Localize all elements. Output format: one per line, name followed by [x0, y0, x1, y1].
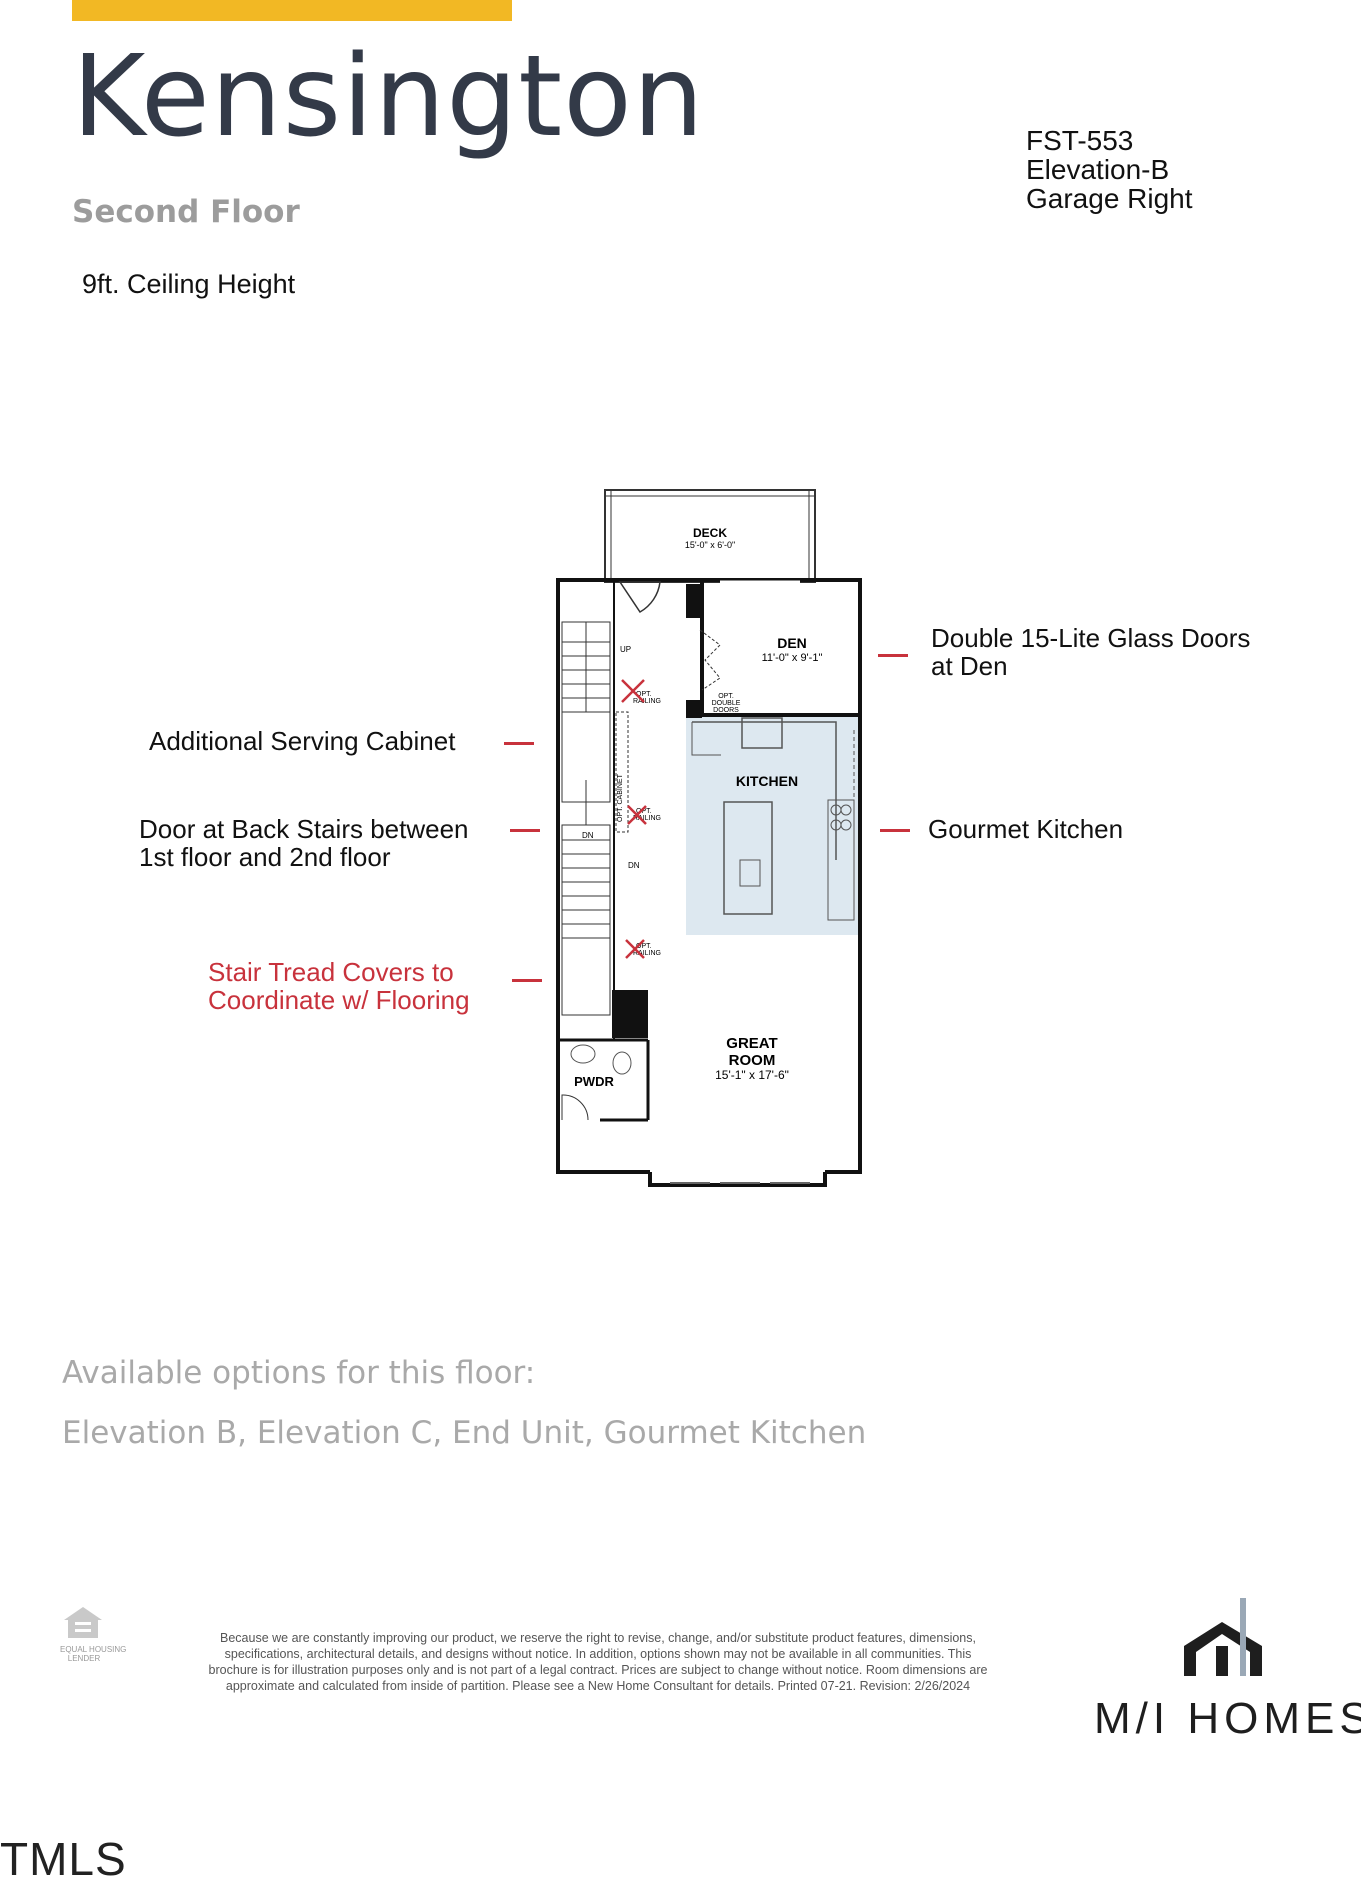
floor-plan-diagram: DECK 15'-0" x 6'-0" DEN 11'-0" x 9'-1" O… — [556, 489, 862, 1187]
plan-elevation: Elevation-B — [1026, 154, 1170, 185]
callout-serving-cabinet: Additional Serving Cabinet — [149, 726, 456, 756]
equal-housing-text: EQUAL HOUSING LENDER — [60, 1645, 127, 1663]
kitchen-label: KITCHEN — [736, 773, 798, 789]
svg-text:OPT.: OPT. — [636, 808, 652, 815]
plan-garage: Garage Right — [1026, 183, 1193, 214]
stair-landing-wall — [612, 990, 648, 1038]
great-room-label-line1: GREAT — [726, 1035, 777, 1052]
stair-dn-label: DN — [628, 861, 640, 870]
callout-marker — [880, 829, 910, 832]
callout-gourmet-kitchen: Gourmet Kitchen — [928, 814, 1124, 844]
ceiling-height-note: 9ft. Ceiling Height — [82, 269, 296, 299]
svg-text:OPT.: OPT. — [718, 693, 734, 700]
floor-subtitle: Second Floor — [72, 194, 300, 230]
callout-back-stairs-door-line2: 1st floor and 2nd floor — [139, 842, 391, 872]
callout-back-stairs-door-line1: Door at Back Stairs between — [139, 814, 469, 844]
options-list: Elevation B, Elevation C, End Unit, Gour… — [62, 1415, 867, 1451]
svg-text:DOORS: DOORS — [713, 707, 739, 714]
exterior-wall — [556, 578, 862, 1174]
callout-marker — [504, 742, 534, 745]
kitchen-island — [723, 801, 773, 915]
callout-marker — [510, 829, 540, 832]
callout-marker — [878, 654, 908, 657]
deck-label: DECK — [693, 526, 727, 540]
svg-text:RAILING: RAILING — [633, 698, 661, 705]
mi-homes-logo-icon — [1184, 1598, 1262, 1676]
deck-dims: 15'-0" x 6'-0" — [685, 540, 735, 550]
den-dims: 11'-0" x 9'-1" — [762, 652, 823, 664]
callout-stair-tread-line2: Coordinate w/ Flooring — [208, 985, 470, 1015]
legal-disclaimer: Because we are constantly improving our … — [208, 1631, 988, 1693]
svg-text:DOUBLE: DOUBLE — [712, 700, 741, 707]
equal-housing-icon — [64, 1607, 102, 1638]
plan-code: FST-553 — [1026, 125, 1134, 156]
page-title: Kensington — [72, 32, 705, 162]
great-room-dims: 15'-1" x 17'-6" — [715, 1068, 789, 1082]
svg-text:OPT.: OPT. — [636, 691, 652, 698]
accent-bar — [72, 0, 512, 21]
svg-text:RAILING: RAILING — [633, 950, 661, 957]
svg-text:OPT.: OPT. — [636, 943, 652, 950]
callout-stair-tread-line1: Stair Tread Covers to — [208, 957, 454, 987]
powder-label: PWDR — [574, 1074, 614, 1089]
great-room-label-line2: ROOM — [729, 1052, 776, 1069]
stair-up-label: UP — [620, 645, 631, 654]
svg-text:RAILING: RAILING — [633, 815, 661, 822]
callout-marker — [512, 979, 542, 982]
opt-cabinet-label: OPT. CABINET — [617, 773, 624, 822]
callout-glass-doors-line1: Double 15-Lite Glass Doors — [931, 623, 1251, 653]
options-heading: Available options for this floor: — [62, 1355, 536, 1391]
mls-watermark: TMLS — [0, 1833, 127, 1885]
plan-info: FST-553 Elevation-B Garage Right — [1026, 126, 1193, 213]
equal-housing-lender: EQUAL HOUSING LENDER — [60, 1604, 127, 1663]
callout-glass-doors-line2: at Den — [931, 651, 1008, 681]
den-label: DEN — [777, 635, 807, 651]
stair-dn-label: DN — [582, 831, 594, 840]
brand-name: M/I HOMES — [1094, 1694, 1361, 1743]
